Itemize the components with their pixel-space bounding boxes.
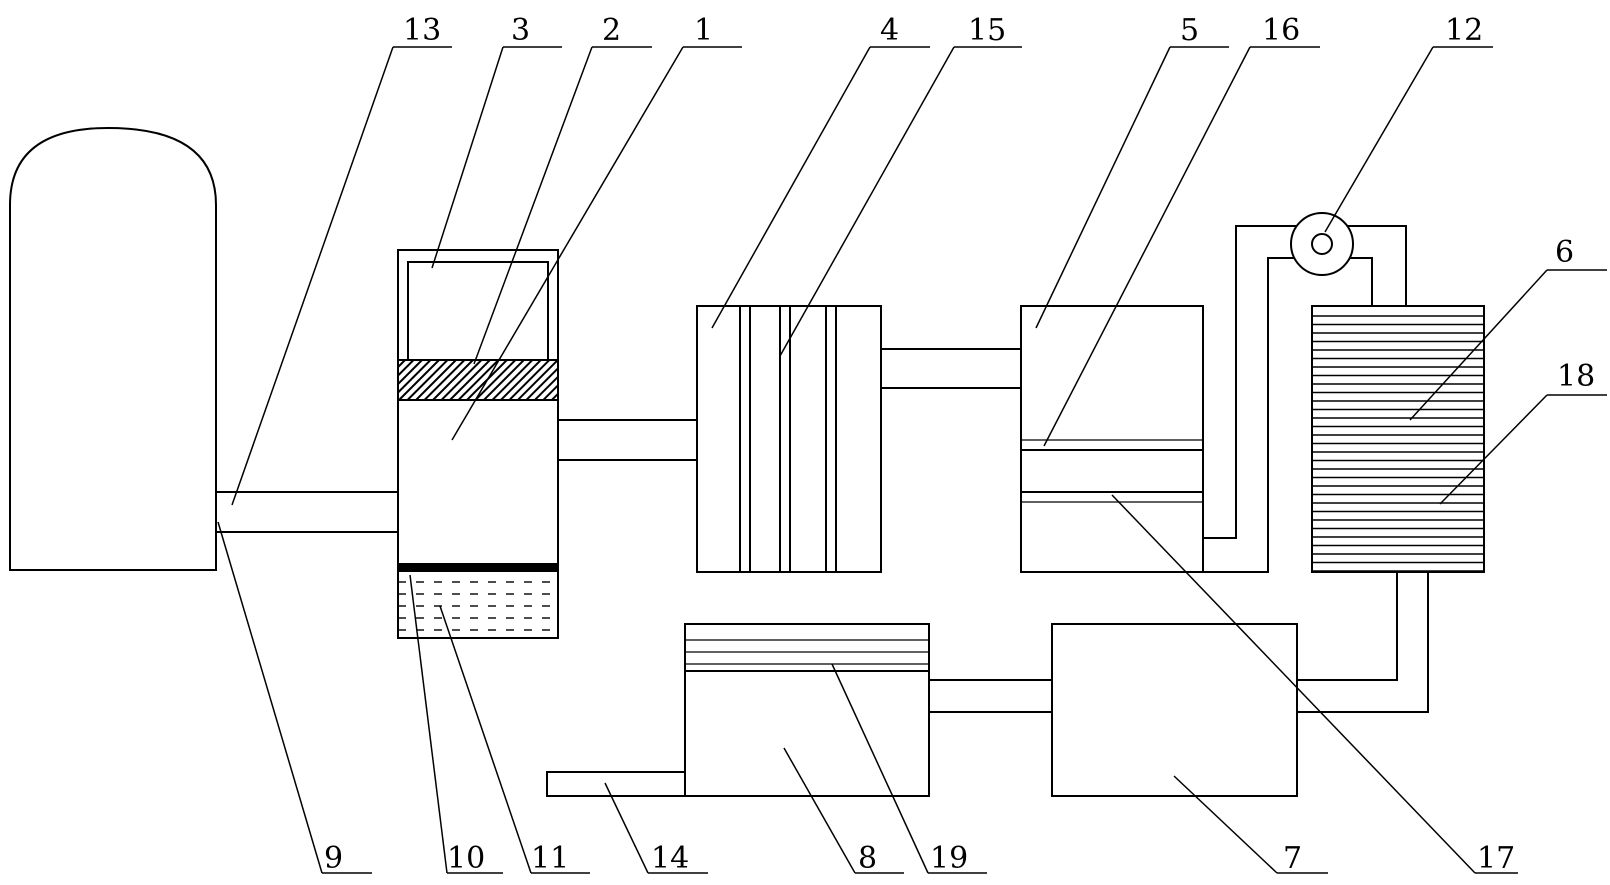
pipe-1-to-4 xyxy=(558,419,697,461)
fins-18 xyxy=(1312,315,1484,572)
unit-5 xyxy=(1020,305,1204,573)
arched-tank xyxy=(9,126,217,571)
unit-1 xyxy=(397,249,559,639)
pump-12 xyxy=(1290,212,1354,276)
label-12: 12 xyxy=(1445,13,1483,48)
liquid-11 xyxy=(397,570,559,639)
label-6: 6 xyxy=(1555,235,1574,270)
loop-pipe xyxy=(1203,225,1407,573)
label-5: 5 xyxy=(1180,13,1199,48)
unit-6 xyxy=(1311,305,1485,573)
leader-lines xyxy=(217,46,1607,874)
label-18: 18 xyxy=(1557,359,1595,394)
label-9: 9 xyxy=(324,841,343,876)
label-10: 10 xyxy=(447,841,485,876)
label-11: 11 xyxy=(531,841,569,876)
unit-4 xyxy=(696,305,882,573)
label-14: 14 xyxy=(651,841,689,876)
hatched-layer-2 xyxy=(397,359,559,401)
outlet-14 xyxy=(546,771,686,797)
pipe-6-to-7 xyxy=(1297,572,1429,713)
label-13: 13 xyxy=(403,13,441,48)
label-3: 3 xyxy=(511,13,530,48)
label-8: 8 xyxy=(858,841,877,876)
plate-10 xyxy=(398,563,558,571)
label-17: 17 xyxy=(1477,841,1515,876)
label-19: 19 xyxy=(930,841,968,876)
pipe-7-to-8 xyxy=(929,679,1052,713)
label-4: 4 xyxy=(880,13,899,48)
unit-7 xyxy=(1051,623,1298,797)
callout-labels: 13 3 2 1 4 15 5 16 12 6 18 9 10 11 14 8 … xyxy=(324,13,1595,876)
label-2: 2 xyxy=(602,13,621,48)
label-15: 15 xyxy=(968,13,1006,48)
pipe-4-to-5 xyxy=(881,348,1021,389)
label-1: 1 xyxy=(694,13,713,48)
label-16: 16 xyxy=(1262,13,1300,48)
label-7: 7 xyxy=(1283,841,1302,876)
pipe-9 xyxy=(216,491,398,533)
unit-8 xyxy=(684,623,930,797)
